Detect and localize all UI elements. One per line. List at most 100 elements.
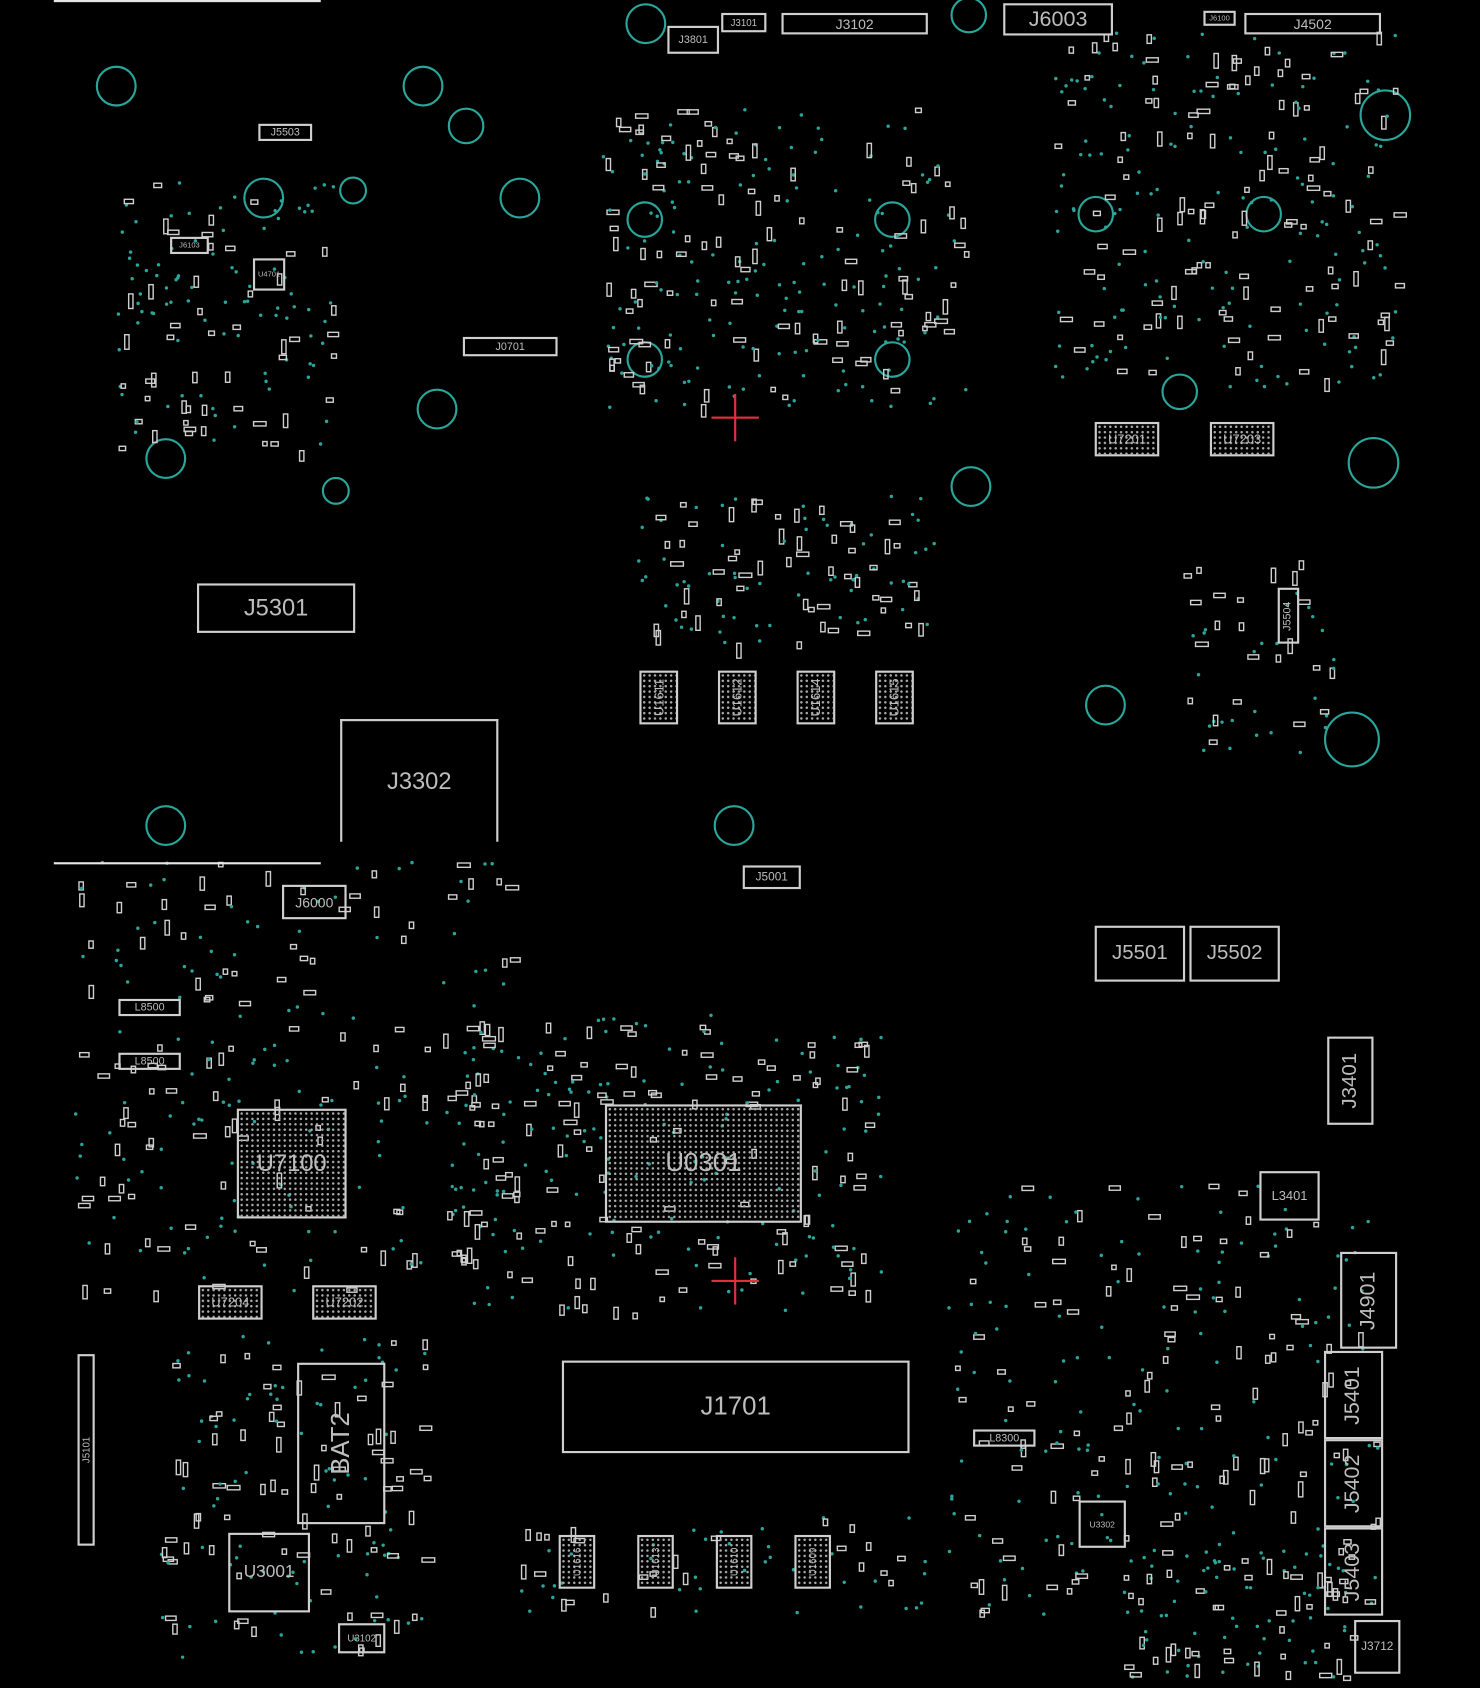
passive-component[interactable]: [1284, 222, 1293, 228]
passive-component[interactable]: [635, 129, 645, 136]
passive-component[interactable]: [757, 1059, 766, 1065]
passive-component[interactable]: [220, 1354, 226, 1364]
passive-component[interactable]: [203, 996, 211, 1003]
passive-component[interactable]: [736, 642, 742, 659]
passive-component[interactable]: [504, 1171, 513, 1178]
component-u1614[interactable]: U1614: [796, 670, 836, 725]
passive-component[interactable]: [1187, 697, 1194, 705]
component-j5504[interactable]: J5504: [1277, 587, 1300, 644]
passive-component[interactable]: [796, 536, 803, 551]
passive-component[interactable]: [1305, 1429, 1313, 1436]
passive-component[interactable]: [1196, 108, 1211, 115]
passive-component[interactable]: [165, 1088, 178, 1094]
passive-component[interactable]: [207, 330, 216, 337]
passive-component[interactable]: [321, 1444, 327, 1452]
passive-component[interactable]: [571, 1074, 583, 1081]
passive-component[interactable]: [1138, 1597, 1144, 1606]
passive-component[interactable]: [1187, 208, 1195, 215]
passive-component[interactable]: [535, 1228, 546, 1234]
passive-component[interactable]: [630, 288, 637, 299]
passive-component[interactable]: [373, 1044, 379, 1053]
passive-component[interactable]: [1150, 1451, 1157, 1467]
passive-component[interactable]: [346, 1538, 353, 1553]
passive-component[interactable]: [840, 1175, 846, 1184]
passive-component[interactable]: [997, 1369, 1006, 1375]
passive-component[interactable]: [679, 539, 686, 548]
passive-component[interactable]: [751, 1090, 761, 1097]
passive-component[interactable]: [834, 1245, 848, 1252]
passive-component[interactable]: [1011, 1465, 1023, 1471]
passive-component[interactable]: [1108, 1185, 1122, 1191]
passive-component[interactable]: [209, 1415, 219, 1422]
passive-component[interactable]: [1058, 1236, 1065, 1246]
passive-component[interactable]: [1290, 1511, 1297, 1524]
passive-component[interactable]: [1285, 1670, 1292, 1681]
passive-component[interactable]: [212, 1091, 219, 1102]
passive-component[interactable]: [321, 1096, 329, 1103]
passive-component[interactable]: [1270, 1352, 1277, 1363]
passive-component[interactable]: [844, 573, 852, 580]
component-j5402[interactable]: J5402: [1323, 1439, 1384, 1528]
passive-component[interactable]: [1208, 739, 1218, 746]
passive-component[interactable]: [1298, 1421, 1304, 1434]
passive-component[interactable]: [153, 1290, 159, 1303]
passive-component[interactable]: [215, 1411, 223, 1417]
passive-component[interactable]: [1278, 167, 1289, 174]
passive-component[interactable]: [525, 1528, 531, 1542]
passive-component[interactable]: [1342, 1448, 1349, 1462]
passive-component[interactable]: [1259, 1251, 1269, 1258]
passive-component[interactable]: [1200, 209, 1207, 220]
passive-component[interactable]: [1173, 1285, 1188, 1292]
component-u1612[interactable]: U1612: [717, 670, 757, 725]
passive-component[interactable]: [1266, 1558, 1273, 1576]
passive-component[interactable]: [1076, 1209, 1083, 1223]
passive-component[interactable]: [1353, 270, 1359, 287]
passive-component[interactable]: [807, 1042, 816, 1048]
passive-component[interactable]: [480, 1221, 488, 1228]
passive-component[interactable]: [157, 1246, 171, 1252]
passive-component[interactable]: [1267, 334, 1282, 341]
passive-component[interactable]: [934, 318, 949, 325]
passive-component[interactable]: [848, 1290, 856, 1296]
component-j1701[interactable]: J1701: [561, 1360, 910, 1454]
passive-component[interactable]: [1050, 1490, 1057, 1504]
passive-component[interactable]: [766, 227, 773, 242]
passive-component[interactable]: [208, 214, 215, 226]
passive-component[interactable]: [606, 282, 613, 297]
passive-component[interactable]: [1020, 1439, 1027, 1449]
passive-component[interactable]: [701, 185, 714, 191]
passive-component[interactable]: [521, 1277, 534, 1284]
passive-component[interactable]: [777, 1259, 784, 1275]
passive-component[interactable]: [282, 413, 289, 429]
passive-component[interactable]: [1170, 1305, 1179, 1311]
passive-component[interactable]: [386, 1552, 400, 1559]
passive-component[interactable]: [192, 1133, 207, 1139]
passive-component[interactable]: [1084, 74, 1091, 81]
component-j3712[interactable]: J3712: [1354, 1619, 1401, 1674]
passive-component[interactable]: [478, 1120, 485, 1128]
passive-component[interactable]: [399, 1083, 406, 1093]
passive-component[interactable]: [681, 610, 687, 619]
component-j3302[interactable]: J3302: [340, 719, 499, 842]
passive-component[interactable]: [637, 298, 643, 308]
passive-component[interactable]: [700, 403, 707, 418]
passive-component[interactable]: [734, 549, 741, 555]
passive-component[interactable]: [836, 1545, 847, 1552]
passive-component[interactable]: [1306, 185, 1321, 192]
passive-component[interactable]: [514, 1196, 520, 1204]
passive-component[interactable]: [632, 1312, 639, 1320]
component-j6100[interactable]: J6100: [1203, 10, 1236, 26]
passive-component[interactable]: [1205, 81, 1219, 88]
passive-component[interactable]: [483, 1073, 490, 1084]
passive-component[interactable]: [666, 290, 674, 296]
passive-component[interactable]: [1295, 1318, 1310, 1325]
passive-component[interactable]: [270, 1479, 276, 1493]
passive-component[interactable]: [233, 1620, 240, 1630]
passive-component[interactable]: [163, 218, 169, 235]
passive-component[interactable]: [276, 1436, 282, 1453]
passive-component[interactable]: [883, 368, 889, 380]
passive-component[interactable]: [1205, 262, 1211, 269]
passive-component[interactable]: [288, 1026, 300, 1032]
passive-component[interactable]: [844, 258, 858, 265]
